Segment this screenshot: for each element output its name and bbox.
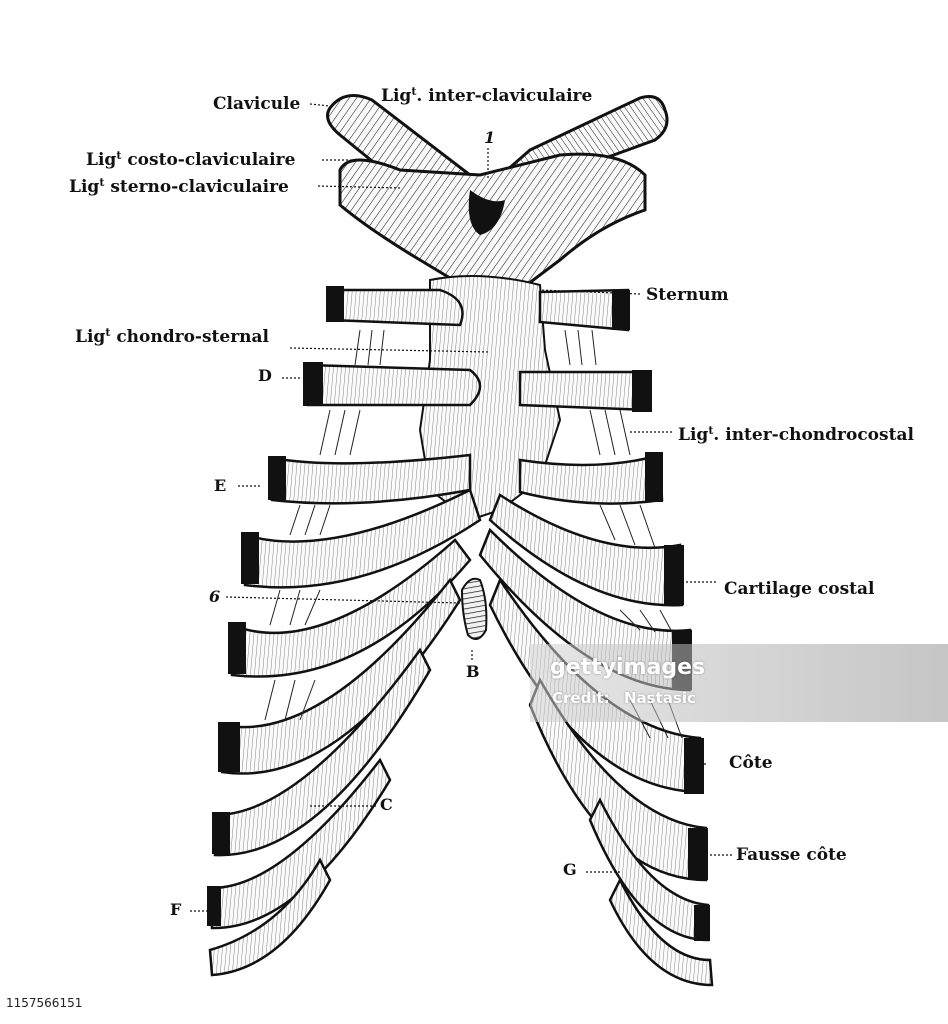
label-cartilage-costal: Cartilage costal bbox=[724, 579, 875, 599]
xiphoid-process bbox=[460, 577, 488, 640]
right-costal-cartilages bbox=[478, 288, 714, 987]
marker-G: G bbox=[563, 860, 577, 879]
label-fausse-cote: Fausse côte bbox=[736, 845, 847, 865]
sterno-claviculaire-text: sterno-claviculaire bbox=[104, 177, 289, 197]
label-clavicule: Clavicule bbox=[213, 94, 301, 114]
label-lig-chondro-sternal: Ligt chondro-sternal bbox=[75, 327, 269, 346]
watermark-credit-name: Nastasic bbox=[624, 689, 696, 707]
leader-lines bbox=[190, 103, 732, 912]
lig-sup: t bbox=[411, 85, 417, 98]
marker-F: F bbox=[170, 900, 182, 919]
lig-prefix: Lig bbox=[69, 177, 100, 197]
label-lig-costo-claviculaire: Ligt costo-claviculaire bbox=[86, 150, 295, 169]
lig-prefix: Lig bbox=[381, 86, 412, 106]
lig-sup: t bbox=[116, 149, 122, 162]
marker-1: 1 bbox=[484, 128, 496, 147]
label-lig-inter-chondrocostal: Ligt. inter-chondrocostal bbox=[678, 425, 914, 444]
inter-chondrocostal-text: . inter-chondrocostal bbox=[713, 425, 914, 445]
marker-C: C bbox=[380, 795, 393, 814]
label-lig-inter-claviculaire: Ligt. inter-claviculaire bbox=[381, 86, 592, 105]
label-cote: Côte bbox=[729, 753, 773, 773]
marker-D: D bbox=[258, 366, 272, 385]
lig-sup: t bbox=[99, 176, 105, 189]
left-costal-cartilages bbox=[208, 288, 482, 977]
lig-prefix: Lig bbox=[75, 327, 106, 347]
label-lig-sterno-claviculaire: Ligt sterno-claviculaire bbox=[69, 177, 289, 196]
ligament-fibers bbox=[264, 329, 683, 739]
watermark-credit-label: Credit: bbox=[552, 689, 610, 707]
lig-sup: t bbox=[105, 326, 111, 339]
lig-prefix: Lig bbox=[678, 425, 709, 445]
lig-prefix: Lig bbox=[86, 150, 117, 170]
left-rib-ends bbox=[207, 286, 344, 926]
costo-claviculaire-text: costo-claviculaire bbox=[121, 150, 296, 170]
marker-E: E bbox=[214, 476, 227, 495]
marker-6: 6 bbox=[209, 587, 221, 606]
chondro-sternal-text: chondro-sternal bbox=[110, 327, 270, 347]
label-sternum: Sternum bbox=[646, 285, 729, 305]
clavicles bbox=[326, 94, 669, 292]
lig-sup: t bbox=[708, 424, 714, 437]
marker-B: B bbox=[466, 662, 480, 681]
watermark-brand: gettyimages bbox=[550, 655, 706, 680]
watermark-band bbox=[530, 644, 948, 722]
right-rib-ends bbox=[612, 290, 710, 941]
stock-id: 1157566151 bbox=[0, 992, 89, 1014]
inter-claviculaire-text: . inter-claviculaire bbox=[416, 86, 593, 106]
